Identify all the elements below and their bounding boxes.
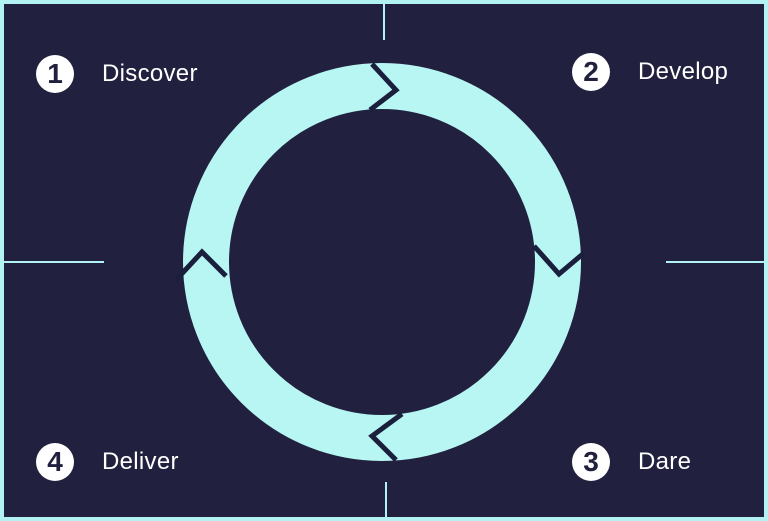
step-dare: 3 Dare	[572, 442, 691, 482]
step-label: Deliver	[102, 448, 179, 475]
step-number-badge: 2	[572, 53, 610, 91]
step-label: Develop	[638, 58, 729, 85]
step-label: Discover	[102, 60, 198, 87]
chevron-top	[368, 62, 400, 112]
step-number-badge: 1	[36, 55, 74, 93]
step-label: Dare	[638, 448, 692, 475]
chevron-right	[532, 244, 586, 278]
chevron-bottom	[368, 411, 404, 462]
cycle-ring	[183, 63, 581, 461]
chevron-left	[174, 248, 228, 282]
diagram-canvas: 1 Discover 2 Develop 3 Dare 4 Deliver	[4, 4, 764, 517]
step-number-badge: 4	[36, 443, 74, 481]
cycle-diagram	[4, 4, 764, 517]
step-discover: 1 Discover	[36, 54, 198, 94]
step-develop: 2 Develop	[572, 52, 728, 92]
step-number-badge: 3	[572, 443, 610, 481]
step-deliver: 4 Deliver	[36, 442, 179, 482]
